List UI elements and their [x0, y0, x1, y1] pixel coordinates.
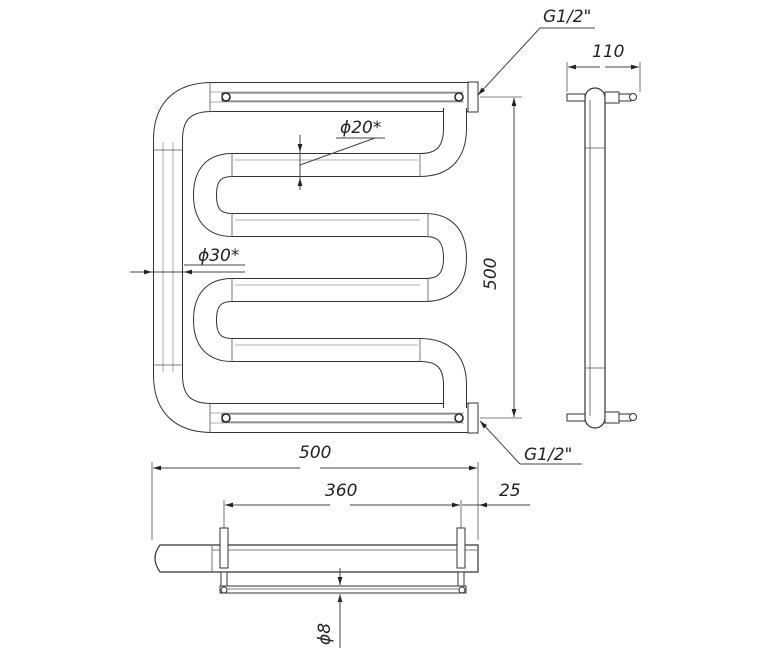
- front-view: ϕ20* ϕ30* 500 G1/2" G: [130, 7, 595, 465]
- mounting-rods-front: [221, 92, 464, 423]
- thread-bottom-label: G1/2": [524, 445, 572, 465]
- depth-label: 110: [592, 42, 624, 62]
- rod-diameter-label: ϕ8: [315, 623, 335, 645]
- offset-label: 25: [499, 481, 521, 501]
- top-view: 500 360 25 ϕ8: [151, 443, 530, 648]
- thread-top-callout: G1/2": [477, 7, 595, 96]
- center-distance-label: 360: [325, 481, 357, 501]
- pipe-diameter-label: ϕ30*: [198, 246, 239, 266]
- thread-bottom-callout: G1/2": [479, 420, 582, 465]
- width-label: 500: [299, 443, 331, 463]
- coil-diameter-dimension: ϕ20*: [297, 118, 385, 190]
- thread-top-label: G1/2": [543, 7, 591, 27]
- height-label: 500: [481, 258, 501, 290]
- height-dimension: 500: [480, 96, 522, 419]
- side-view: 110: [566, 42, 641, 429]
- coil-diameter-label: ϕ20*: [340, 118, 381, 138]
- outer-frame-pipe: [153, 81, 479, 434]
- serpentine-coil: [193, 108, 467, 408]
- pipe-diameter-dimension: ϕ30*: [130, 246, 245, 275]
